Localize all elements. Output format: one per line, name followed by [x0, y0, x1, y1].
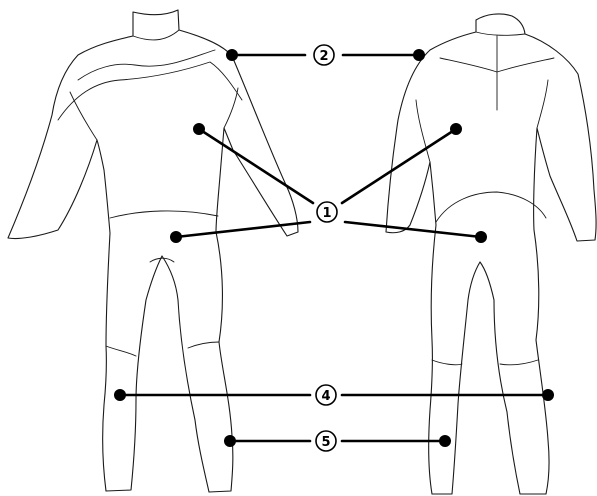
callout-dots: [114, 49, 554, 447]
back-left-knee-seam: [431, 359, 463, 366]
badge-5-label: 5: [321, 435, 330, 450]
wetsuit-front-view: [7, 9, 299, 493]
back-shoulder-seam-left: [439, 57, 498, 73]
front-yoke-upper: [77, 49, 216, 81]
back-collar-seam: [475, 31, 526, 36]
dot-4-front-calf: [114, 389, 126, 401]
badge-2-ring: [313, 44, 335, 66]
front-waist-seam: [109, 210, 219, 219]
dot-2-front-shoulder: [226, 49, 238, 61]
callout-badge-2: 2: [313, 44, 335, 66]
callout-badge-1: 1: [316, 201, 338, 223]
front-crotch-seam: [149, 257, 175, 263]
dot-1-back-seat: [475, 231, 487, 243]
front-yoke-lower: [57, 61, 243, 121]
front-right-knee-seam: [187, 341, 220, 349]
back-suit-outline: [385, 13, 597, 495]
callout-badge-5: 5: [315, 430, 337, 452]
callout-badge-4: 4: [315, 384, 337, 406]
front-left-arm-seam: [69, 91, 98, 141]
dot-1-front-chest: [193, 123, 205, 135]
badge-5-ring: [315, 430, 337, 452]
front-left-knee-seam: [105, 345, 137, 357]
back-right-arm-seam: [536, 79, 549, 129]
leader-1-back-chest: [340, 127, 458, 205]
back-shoulder-seam-right: [496, 57, 555, 73]
callout-leaders: [118, 53, 550, 443]
leader-1-front-thigh: [174, 220, 312, 239]
dot-1-front-thigh: [170, 231, 182, 243]
front-right-arm-seam: [223, 87, 239, 129]
dot-4-back-calf: [542, 389, 554, 401]
back-left-arm-seam: [415, 99, 431, 163]
back-right-knee-seam: [499, 359, 539, 366]
badge-1-label: 1: [322, 206, 331, 221]
wetsuit-back-view: [385, 13, 597, 495]
dot-5-front-ankle: [224, 435, 236, 447]
front-suit-outline: [7, 9, 299, 493]
dot-1-back-chest: [450, 123, 462, 135]
dot-2-back-shoulder: [413, 49, 425, 61]
leader-1-back-seat: [343, 220, 483, 239]
badge-1-ring: [316, 201, 338, 223]
badge-4-label: 4: [321, 389, 330, 404]
front-collar-seam: [132, 29, 180, 41]
badge-2-label: 2: [319, 49, 328, 64]
dot-5-back-ankle: [439, 435, 451, 447]
leader-1-front-chest: [197, 127, 315, 205]
badge-4-ring: [315, 384, 337, 406]
back-seat-seam: [435, 191, 547, 223]
